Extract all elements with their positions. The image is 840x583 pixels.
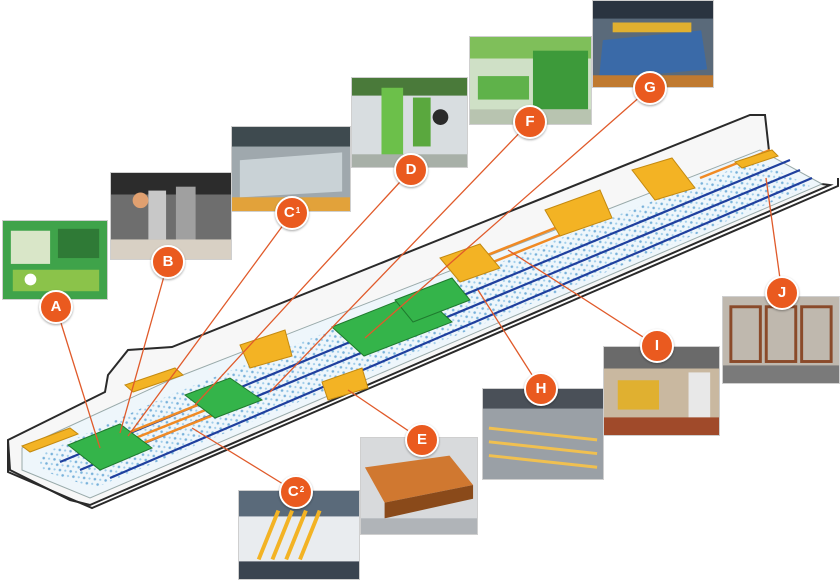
- photo-a: [2, 220, 108, 300]
- marker-b: B: [151, 245, 185, 279]
- marker-c1: C1: [275, 196, 309, 230]
- photo-b: [110, 172, 232, 260]
- marker-j: J: [765, 276, 799, 310]
- marker-c2: C2: [279, 475, 313, 509]
- marker-h: H: [524, 372, 558, 406]
- yellow-gantries: [20, 149, 779, 453]
- photo-d: [351, 77, 468, 168]
- green-gantries: [67, 277, 471, 471]
- photo-j: [722, 296, 840, 384]
- photo-e: [360, 437, 478, 535]
- marker-g: G: [633, 71, 667, 105]
- marker-e: E: [405, 423, 439, 457]
- marker-i: I: [640, 329, 674, 363]
- marker-f: F: [513, 105, 547, 139]
- leader-lines: [55, 87, 783, 493]
- hall-front-edge: [7, 178, 839, 510]
- marker-d: D: [394, 153, 428, 187]
- marker-a: A: [39, 290, 73, 324]
- photo-i: [603, 346, 720, 436]
